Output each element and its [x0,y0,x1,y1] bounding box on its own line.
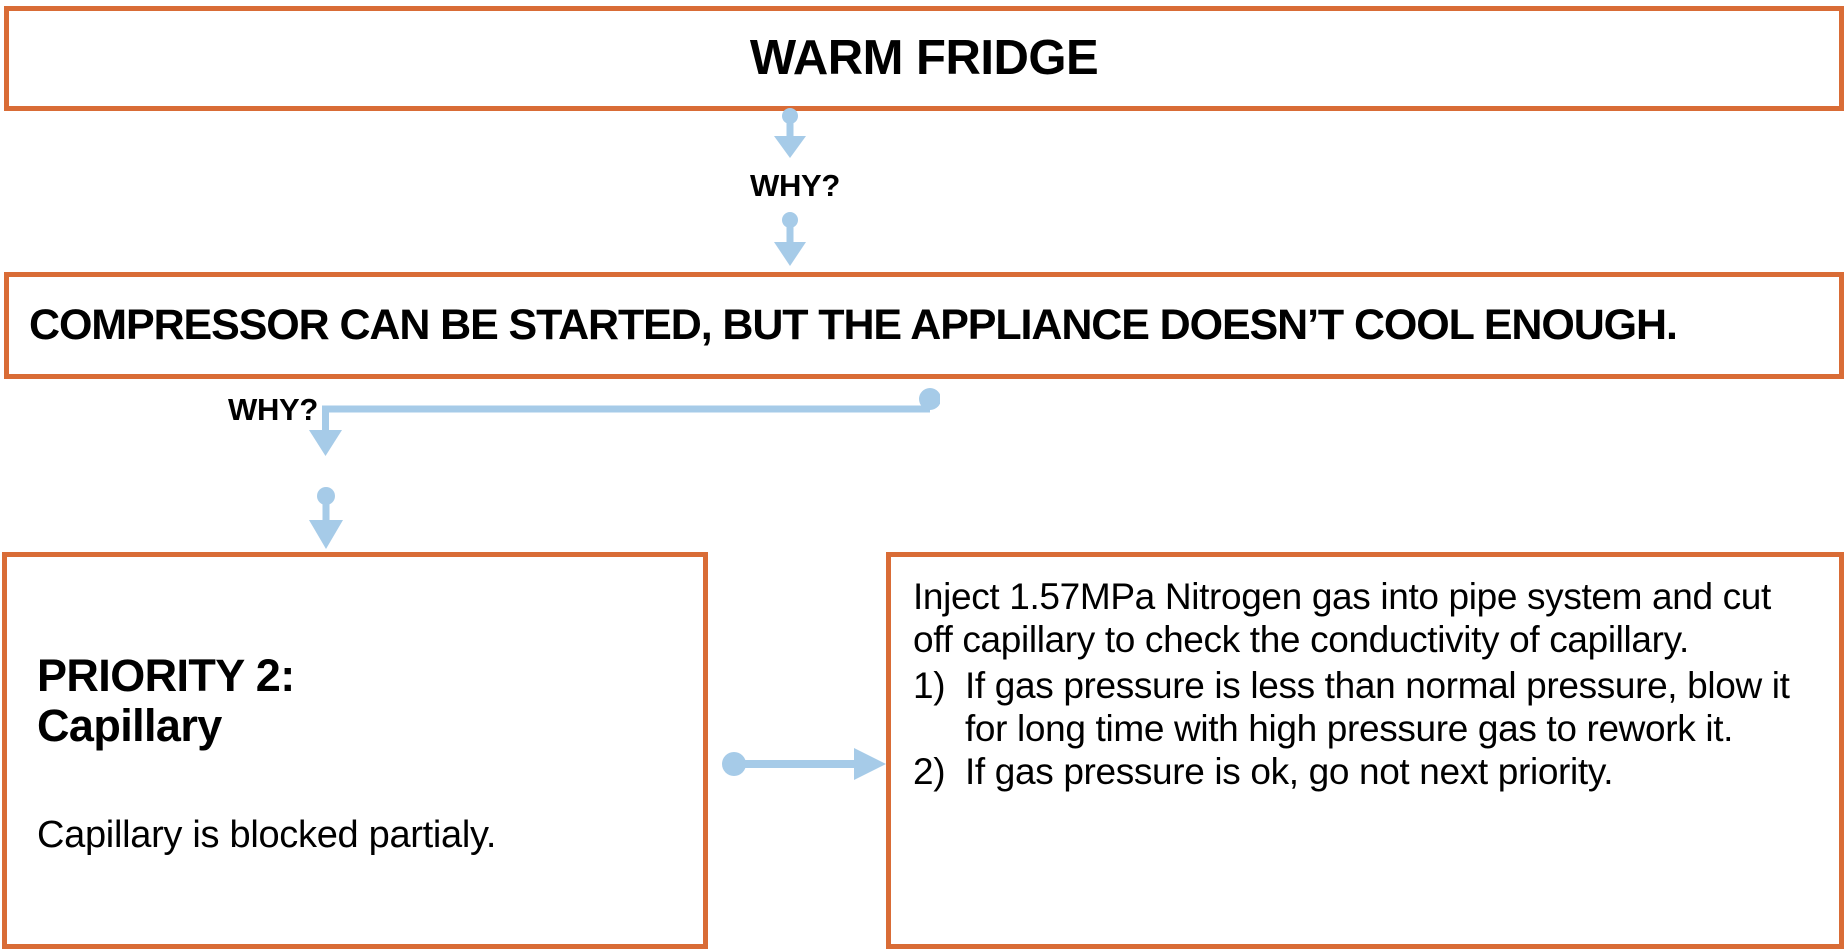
symptom-title: COMPRESSOR CAN BE STARTED, BUT THE APPLI… [29,300,1678,349]
action-step-2: 2) If gas pressure is ok, go not next pr… [913,750,1819,793]
action-step-1-text: If gas pressure is less than normal pres… [965,664,1790,749]
why-label-1: WHY? [750,168,841,203]
problem-box[interactable]: WARM FRIDGE [4,6,1844,111]
action-step-1-number: 1) [913,664,946,706]
cause-heading-line-1: PRIORITY 2: [37,650,295,701]
action-intro: Inject 1.57MPa Nitrogen gas into pipe sy… [913,576,1771,661]
action-step-2-text: If gas pressure is ok, go not next prior… [965,751,1614,793]
cause-description: Capillary is blocked partialy. [37,813,497,856]
connector-symptom-elbow [309,388,940,456]
action-step-2-number: 2) [913,751,946,793]
connector-symptom-to-cause [309,487,343,549]
cause-heading-line-2: Capillary [37,700,222,752]
problem-title: WARM FRIDGE [749,30,1099,85]
cause-box[interactable]: PRIORITY 2: Capillary Capillary is block… [2,552,708,949]
action-box[interactable]: Inject 1.57MPa Nitrogen gas into pipe sy… [886,552,1844,949]
action-step-1: 1) If gas pressure is less than normal p… [913,664,1819,751]
connector-problem-to-symptom-lower [774,212,806,266]
symptom-box[interactable]: COMPRESSOR CAN BE STARTED, BUT THE APPLI… [4,272,1844,379]
connector-problem-to-symptom-upper [774,108,806,158]
why-label-2: WHY? [228,392,319,427]
connector-cause-to-action [722,748,886,780]
